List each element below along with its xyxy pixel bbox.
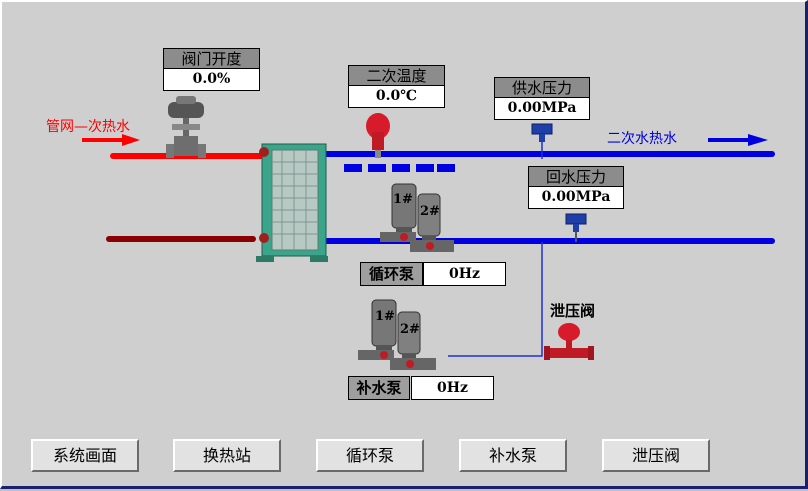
primary-inlet-label: 管网—次热水 (46, 119, 130, 135)
makeup-pump-icon (358, 299, 436, 370)
makeup-pump1-tag: 1# (375, 309, 395, 324)
valve-opening-label: 阀门开度 (163, 48, 260, 70)
nav-relief-valve-button[interactable]: 泄压阀 (602, 439, 710, 472)
valve-opening-value: 0.0% (163, 68, 260, 91)
secondary-return-pipe (267, 238, 775, 244)
circulation-pump-frequency: 0Hz (423, 262, 506, 286)
temperature-sensor-icon (366, 113, 390, 158)
pressure-gauge-icon (565, 213, 587, 242)
heat-exchanger-icon (256, 143, 328, 262)
makeup-pump-frequency: 0Hz (411, 376, 494, 400)
circulation-pump2-tag: 2# (420, 204, 440, 219)
flow-dash (392, 164, 410, 172)
flow-dash (437, 164, 455, 172)
nav-heat-station-button[interactable]: 换热站 (173, 439, 281, 472)
secondary-temp-value: 0.0℃ (348, 85, 445, 108)
flow-dash (344, 164, 362, 172)
flow-dash (368, 164, 386, 172)
makeup-pump-label: 补水泵 (348, 376, 410, 400)
nav-makeup-pump-button[interactable]: 补水泵 (459, 439, 567, 472)
nav-circulation-pump-button[interactable]: 循环泵 (316, 439, 424, 472)
supply-pressure-label: 供水压力 (494, 77, 590, 99)
secondary-temp-label: 二次温度 (348, 65, 445, 87)
control-valve-icon (166, 96, 206, 158)
flow-dash (416, 164, 434, 172)
circulation-pump-icon (380, 183, 454, 252)
secondary-supply-pipe (267, 151, 775, 157)
nav-system-button[interactable]: 系统画面 (31, 439, 139, 472)
circulation-pump-label: 循环泵 (360, 262, 423, 286)
secondary-outlet-label: 二次水热水 (607, 131, 677, 147)
relief-valve-label: 泄压阀 (550, 302, 596, 320)
outlet-arrow-icon (708, 134, 768, 146)
inlet-arrow-icon (82, 134, 140, 146)
makeup-pump2-tag: 2# (400, 322, 420, 337)
pressure-gauge-icon (531, 123, 553, 142)
return-pressure-label: 回水压力 (528, 166, 624, 188)
return-pressure-value: 0.00MPa (528, 186, 624, 209)
primary-return-pipe (106, 236, 256, 242)
relief-valve-icon[interactable] (544, 322, 594, 364)
supply-pressure-value: 0.00MPa (494, 97, 590, 120)
circulation-pump1-tag: 1# (393, 192, 413, 207)
